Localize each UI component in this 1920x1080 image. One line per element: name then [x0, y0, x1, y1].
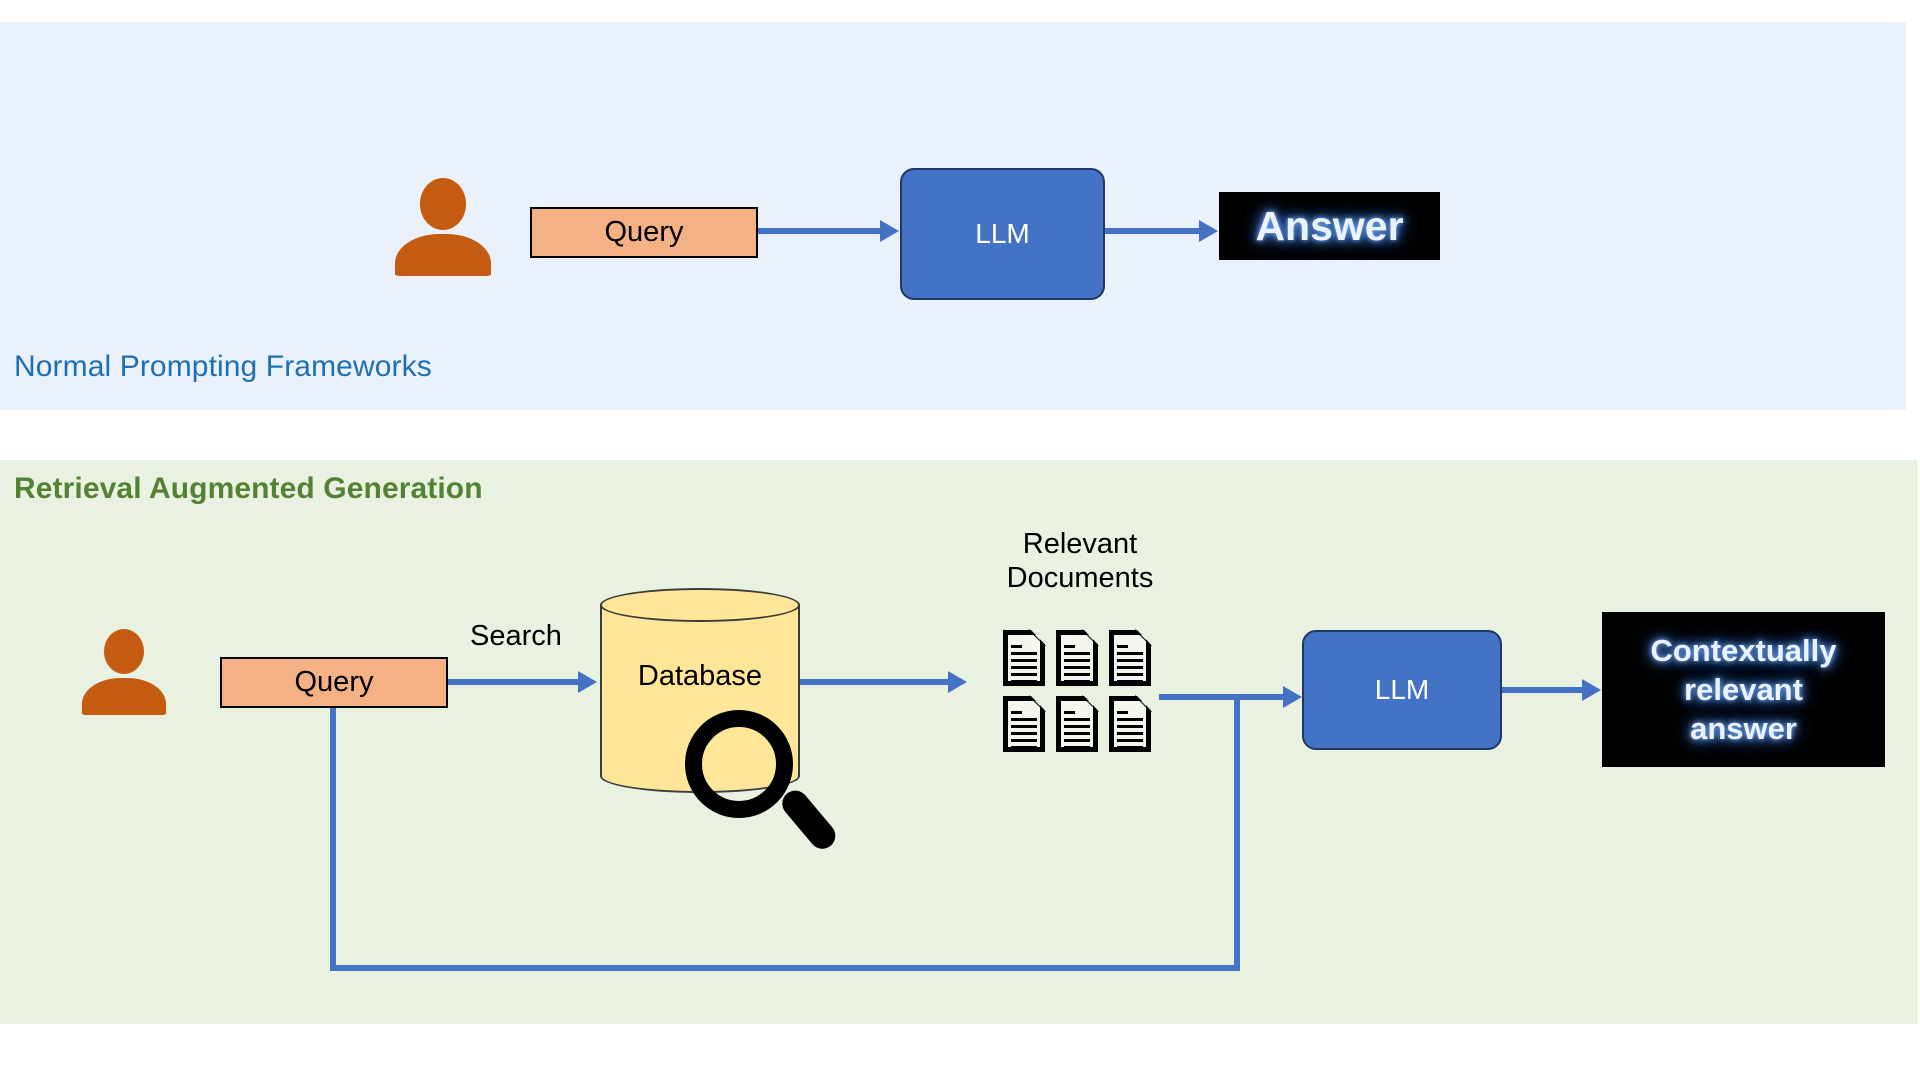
person-body	[82, 678, 166, 715]
bypass-line-vertical-left	[330, 708, 336, 971]
document-icon	[1003, 629, 1046, 687]
relevant-documents-label-line1: Relevant	[1022, 528, 1138, 560]
arrow-query-to-database-head	[578, 671, 597, 693]
document-lines	[1064, 711, 1090, 753]
normal-prompting-caption: Normal Prompting Frameworks	[14, 350, 432, 383]
answer-box-normal: Answer	[1219, 192, 1440, 260]
arrow-llm-to-answer-line	[1105, 228, 1199, 234]
person-body	[395, 234, 491, 276]
document-lines	[1117, 711, 1143, 753]
database-label: Database	[637, 660, 763, 692]
rag-panel	[0, 460, 1918, 1024]
database-top-ellipse	[600, 588, 800, 622]
magnifier-handle	[777, 785, 841, 855]
document-icon	[1109, 695, 1152, 753]
query-box-normal[interactable]: Query	[530, 207, 758, 258]
answer-label: Answer	[1255, 202, 1404, 249]
person-icon-rag	[82, 629, 166, 715]
arrow-database-to-documents-line	[800, 679, 948, 685]
document-icon	[1056, 629, 1099, 687]
rag-caption: Retrieval Augmented Generation	[14, 472, 483, 505]
arrow-query-to-llm-line	[758, 228, 880, 234]
contextual-answer-line1: Contextually	[1650, 632, 1837, 668]
query-label: Query	[604, 216, 684, 248]
arrow-query-to-llm-head	[880, 220, 899, 242]
document-icon	[1109, 629, 1152, 687]
llm-label: LLM	[1374, 674, 1430, 705]
person-head	[420, 178, 466, 230]
contextual-answer-line2: relevant	[1684, 671, 1803, 707]
documents-group	[1003, 629, 1152, 760]
arrow-llm-to-answer-head	[1199, 220, 1218, 242]
search-label: Search	[470, 620, 562, 652]
person-icon-normal	[395, 178, 491, 276]
contextual-answer-box: Contextually relevant answer	[1602, 612, 1885, 767]
query-box-rag[interactable]: Query	[220, 657, 448, 708]
document-lines	[1011, 645, 1037, 687]
document-lines	[1011, 711, 1037, 753]
arrow-llm-to-answer-rag-head	[1582, 679, 1601, 701]
arrow-documents-to-llm-line	[1159, 694, 1283, 700]
contextual-answer-line3: answer	[1690, 711, 1797, 747]
document-lines	[1117, 645, 1143, 687]
arrow-llm-to-answer-rag-line	[1502, 687, 1582, 693]
query-label: Query	[294, 666, 374, 698]
document-lines	[1064, 645, 1090, 687]
llm-box-rag[interactable]: LLM	[1302, 630, 1502, 750]
relevant-documents-label: Relevant Documents	[985, 527, 1175, 595]
bypass-line-vertical-right	[1234, 694, 1240, 971]
person-head	[104, 629, 144, 674]
magnifier-icon	[685, 710, 845, 870]
relevant-documents-label-line2: Documents	[1006, 562, 1154, 595]
document-icon	[1056, 695, 1099, 753]
llm-label: LLM	[975, 218, 1030, 249]
arrow-database-to-documents-head	[948, 671, 967, 693]
arrow-documents-to-llm-head	[1283, 686, 1302, 708]
document-icon	[1003, 695, 1046, 753]
magnifier-lens	[685, 710, 793, 818]
bypass-line-horizontal-bottom	[330, 965, 1240, 971]
arrow-query-to-database-line	[448, 679, 578, 685]
llm-box-normal[interactable]: LLM	[900, 168, 1105, 300]
